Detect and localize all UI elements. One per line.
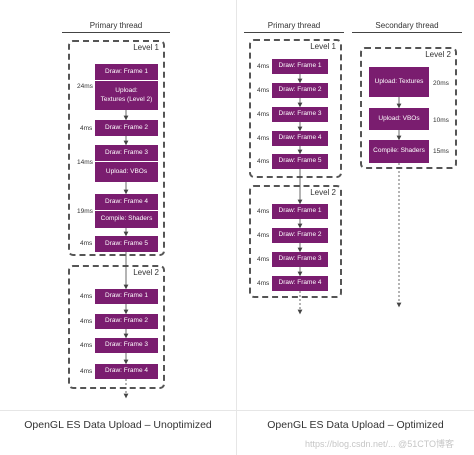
left-l2-ms4: 4ms bbox=[80, 368, 93, 375]
right-l1-frame3: Draw: Frame 3 bbox=[272, 107, 328, 122]
left-thread-underline bbox=[62, 32, 170, 33]
left-frame-compile-shaders: Compile: Shaders bbox=[95, 211, 158, 228]
right-level1-label: Level 1 bbox=[310, 42, 336, 51]
left-frame-draw1: Draw: Frame 1 bbox=[95, 64, 158, 80]
left-l2-ms2: 4ms bbox=[80, 318, 93, 325]
right-secondary-underline bbox=[352, 32, 462, 33]
right-l2-ms4: 4ms bbox=[257, 280, 270, 287]
right-l1-ms3: 4ms bbox=[257, 111, 270, 118]
secondary-ms-15: 15ms bbox=[433, 148, 449, 155]
secondary-ms-20: 20ms bbox=[433, 80, 449, 87]
right-level2-label: Level 2 bbox=[310, 188, 336, 197]
right-l1-frame1: Draw: Frame 1 bbox=[272, 59, 328, 74]
right-primary-thread-title: Primary thread bbox=[267, 21, 321, 30]
right-l2-frame2: Draw: Frame 2 bbox=[272, 228, 328, 243]
left-l2-ms1: 4ms bbox=[80, 293, 93, 300]
right-primary-underline bbox=[244, 32, 344, 33]
secondary-upload-textures: Upload: Textures bbox=[369, 67, 429, 97]
left-caption: OpenGL ES Data Upload – Unoptimized bbox=[24, 419, 212, 431]
right-l2-ms3: 4ms bbox=[257, 256, 270, 263]
left-l2-frame4: Draw: Frame 4 bbox=[95, 364, 158, 379]
right-level2-box: Level 2 bbox=[249, 185, 342, 298]
left-frame-draw2: Draw: Frame 2 bbox=[95, 120, 158, 136]
secondary-level2-label: Level 2 bbox=[425, 50, 451, 59]
panel-divider bbox=[236, 0, 237, 455]
left-primary-thread-title: Primary thread bbox=[89, 21, 143, 30]
right-secondary-thread-title: Secondary thread bbox=[375, 21, 439, 30]
watermark: https://blog.csdn.net/... @51CTO博客 bbox=[305, 439, 455, 449]
left-level2-box: Level 2 bbox=[68, 265, 165, 389]
left-ms-4a: 4ms bbox=[80, 125, 93, 132]
right-l1-frame5: Draw: Frame 5 bbox=[272, 154, 328, 169]
secondary-ms-10: 10ms bbox=[433, 117, 449, 124]
secondary-upload-vbos: Upload: VBOs bbox=[369, 108, 429, 130]
left-frame-upload-vbos: Upload: VBOs bbox=[95, 162, 158, 182]
right-l1-frame4: Draw: Frame 4 bbox=[272, 131, 328, 146]
right-l2-ms1: 4ms bbox=[257, 208, 270, 215]
right-l1-ms4: 4ms bbox=[257, 135, 270, 142]
left-ms-14: 14ms bbox=[77, 159, 93, 166]
right-l1-frame2: Draw: Frame 2 bbox=[272, 83, 328, 98]
left-level2-label: Level 2 bbox=[133, 268, 159, 277]
caption-separator bbox=[0, 410, 474, 411]
right-l1-ms2: 4ms bbox=[257, 87, 270, 94]
right-l2-ms2: 4ms bbox=[257, 232, 270, 239]
left-level1-box: Level 1 bbox=[68, 40, 165, 256]
left-ms-19: 19ms bbox=[77, 208, 93, 215]
right-l2-frame1: Draw: Frame 1 bbox=[272, 204, 328, 219]
left-frame-draw4: Draw: Frame 4 bbox=[95, 194, 158, 210]
left-l2-frame2: Draw: Frame 2 bbox=[95, 314, 158, 329]
left-frame-draw3: Draw: Frame 3 bbox=[95, 145, 158, 161]
right-l2-frame3: Draw: Frame 3 bbox=[272, 252, 328, 267]
right-level1-box: Level 1 bbox=[249, 39, 342, 178]
secondary-compile-shaders: Compile: Shaders bbox=[369, 140, 429, 163]
secondary-level2-box: Level 2 bbox=[360, 47, 457, 169]
left-frame-draw5: Draw: Frame 5 bbox=[95, 236, 158, 252]
right-l1-ms5: 4ms bbox=[257, 158, 270, 165]
right-l1-ms1: 4ms bbox=[257, 63, 270, 70]
right-caption: OpenGL ES Data Upload – Optimized bbox=[267, 419, 444, 431]
left-ms-24: 24ms bbox=[77, 83, 93, 90]
left-l2-ms3: 4ms bbox=[80, 342, 93, 349]
right-l2-frame4: Draw: Frame 4 bbox=[272, 276, 328, 291]
left-level1-label: Level 1 bbox=[133, 43, 159, 52]
left-ms-4b: 4ms bbox=[80, 240, 93, 247]
left-l2-frame1: Draw: Frame 1 bbox=[95, 289, 158, 304]
left-frame-upload-textures: Upload: Textures (Level 2) bbox=[95, 81, 158, 110]
left-l2-frame3: Draw: Frame 3 bbox=[95, 338, 158, 353]
